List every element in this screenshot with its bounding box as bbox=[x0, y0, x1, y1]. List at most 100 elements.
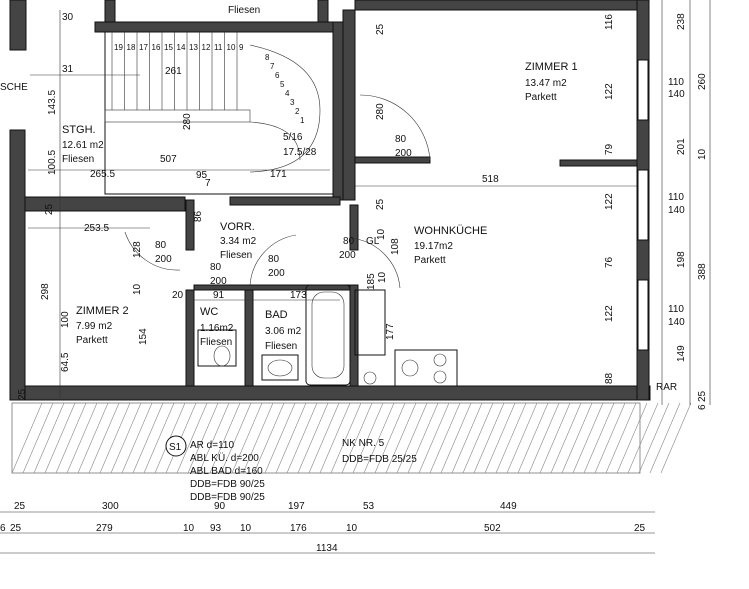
dim-right-value: 25 bbox=[697, 390, 708, 402]
walls bbox=[9, 0, 651, 401]
dim-right-value: 201 bbox=[676, 138, 687, 155]
svg-text:80: 80 bbox=[395, 134, 407, 145]
dim-interior-value: 7 bbox=[205, 178, 211, 189]
dim-interior-value: 261 bbox=[165, 66, 182, 77]
room-name: STGH. bbox=[62, 124, 96, 136]
room-area: 7.99 m2 bbox=[76, 321, 113, 332]
stair-step-number: 12 bbox=[202, 43, 211, 52]
room-zimmer2: ZIMMER 2 7.99 m2 Parkett bbox=[76, 305, 129, 346]
room-area: 1.16m2 bbox=[200, 323, 234, 334]
dim-right-value: 198 bbox=[676, 251, 687, 268]
dim-bottom-value: 10 bbox=[240, 523, 252, 534]
dim-top-value: 53 bbox=[363, 501, 375, 512]
room-floor: Fliesen bbox=[265, 341, 297, 352]
fixtures bbox=[197, 284, 458, 387]
dim-interior-value: 171 bbox=[270, 169, 287, 180]
dim-interior-value: 25 bbox=[44, 203, 55, 215]
dim-right-value: 76 bbox=[604, 256, 615, 268]
dim-interior-value: 518 bbox=[482, 174, 499, 185]
stair-step-number: 16 bbox=[152, 43, 161, 52]
top-fliesen: Fliesen bbox=[228, 5, 260, 16]
dim-interior-value: 31 bbox=[62, 64, 74, 75]
dim-interior-value: 185 bbox=[366, 273, 377, 290]
dim-interior-value: 128 bbox=[132, 241, 143, 258]
dim-right-value: 6 bbox=[697, 404, 708, 410]
dim-interior-value: 253.5 bbox=[84, 223, 109, 234]
s1-line: ABL KÜ. d=200 bbox=[190, 452, 259, 464]
svg-text:80: 80 bbox=[268, 254, 280, 265]
dim-bottom-value: 6 bbox=[0, 523, 6, 534]
dim-right-value: 110 bbox=[668, 304, 684, 315]
dim-right-value: 10 bbox=[697, 148, 708, 160]
dim-interior-value: 95 bbox=[196, 170, 208, 181]
s1-note: S1 AR d=110 ABL KÜ. d=200 ABL BAD d=160 … bbox=[165, 435, 265, 503]
s1-badge: S1 bbox=[169, 442, 182, 453]
dims-total: 1134 bbox=[316, 543, 338, 554]
stair-step-number: 10 bbox=[227, 43, 236, 52]
s1-line: AR d=110 bbox=[190, 440, 234, 451]
svg-text:200: 200 bbox=[395, 148, 412, 159]
room-wc: WC 1.16m2 Fliesen bbox=[200, 306, 234, 348]
dim-bottom-value: 25 bbox=[634, 523, 646, 534]
door-mark-4: 80 200 bbox=[268, 254, 285, 279]
dim-right-value: 149 bbox=[676, 345, 687, 362]
room-name: ZIMMER 1 bbox=[525, 61, 578, 73]
dim-bottom-value: 93 bbox=[210, 523, 222, 534]
room-floor: Parkett bbox=[76, 335, 108, 346]
dim-right-value: 88 bbox=[604, 372, 615, 384]
room-vorr: VORR. 3.34 m2 Fliesen bbox=[220, 221, 257, 261]
dim-right-value: 116 bbox=[604, 14, 615, 30]
dim-bottom-value: 176 bbox=[290, 523, 307, 534]
dim-interior-value: 25 bbox=[17, 388, 28, 400]
stair-step-number: 11 bbox=[214, 43, 223, 52]
svg-text:200: 200 bbox=[268, 268, 285, 279]
door-mark-2: 80 200 bbox=[155, 240, 172, 265]
stair-step-number: 13 bbox=[189, 43, 198, 52]
stair-tag-2: 17.5/28 bbox=[283, 147, 317, 158]
room-floor: Fliesen bbox=[220, 250, 252, 261]
room-name: VORR. bbox=[220, 221, 255, 233]
room-area: 13.47 m2 bbox=[525, 78, 567, 89]
door-mark-5: 80 200 GL bbox=[339, 236, 380, 261]
dim-interior-value: 30 bbox=[62, 12, 74, 23]
gl-label: GL bbox=[366, 236, 380, 247]
dim-top-value: 90 bbox=[214, 501, 226, 512]
room-name: ZIMMER 2 bbox=[76, 305, 129, 317]
stair-step-number: 18 bbox=[127, 43, 136, 52]
sche-label: SCHE bbox=[0, 82, 28, 93]
s1-line: DDB=FDB 90/25 bbox=[190, 492, 265, 503]
room-floor: Fliesen bbox=[200, 337, 232, 348]
s1-line: DDB=FDB 90/25 bbox=[190, 479, 265, 490]
dim-top-value: 25 bbox=[14, 501, 26, 512]
room-bad: BAD 3.06 m2 Fliesen bbox=[265, 309, 302, 352]
dim-right-value: 122 bbox=[604, 193, 615, 210]
dim-interior-value: 108 bbox=[390, 238, 401, 255]
room-wohnkueche: WOHNKÜCHE 19.17m2 Parkett bbox=[414, 225, 487, 266]
doors bbox=[124, 94, 431, 289]
room-stgh: STGH. 12.61 m2 Fliesen bbox=[62, 124, 104, 165]
room-area: 19.17m2 bbox=[414, 241, 453, 252]
nk-note: NK NR. 5 DDB=FDB 25/25 bbox=[342, 438, 417, 465]
room-name: WOHNKÜCHE bbox=[414, 225, 487, 237]
dim-right-value: 140 bbox=[668, 317, 685, 328]
stair-step-number: 19 bbox=[114, 43, 123, 52]
stair-step-number: 15 bbox=[164, 43, 173, 52]
dim-right-value: 238 bbox=[676, 13, 687, 30]
room-area: 3.06 m2 bbox=[265, 326, 302, 337]
dim-interior-value: 20 bbox=[172, 290, 184, 301]
room-name: WC bbox=[200, 306, 218, 318]
dimension-lines bbox=[0, 0, 711, 554]
dim-interior-value: 177 bbox=[385, 323, 396, 340]
stair-step-number: 8 bbox=[265, 53, 270, 62]
stair-step-number: 14 bbox=[177, 43, 186, 52]
dim-right-value: 122 bbox=[604, 83, 615, 100]
dim-bottom-value: 10 bbox=[183, 523, 195, 534]
svg-text:200: 200 bbox=[210, 276, 227, 287]
svg-text:200: 200 bbox=[339, 250, 356, 261]
dim-interior-value: 265.5 bbox=[90, 169, 115, 180]
room-floor: Parkett bbox=[414, 255, 446, 266]
svg-text:80: 80 bbox=[210, 262, 222, 273]
stair-step-number: 17 bbox=[139, 43, 148, 52]
dim-right-value: 260 bbox=[697, 73, 708, 90]
